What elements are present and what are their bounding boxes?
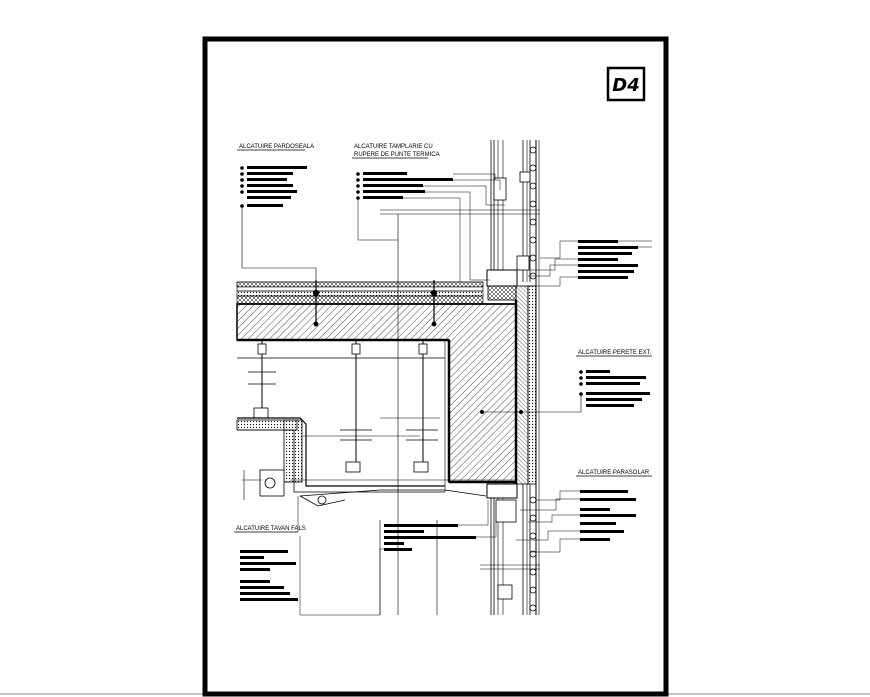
detail-id: D4 [612,75,639,96]
callout-parasolar-items [580,490,636,541]
callout-parasolar-title: ALCATUIRE PARASOLAR [578,470,650,476]
callout-tamplarie-title-1: ALCATUIRE TAMPLARIE CU [354,144,433,150]
drawing-frame [202,36,669,697]
callout-tamplarie: ALCATUIRE TAMPLARIE CU RUPERE DE PUNTE T… [352,144,505,282]
suspended-ceiling [236,340,516,507]
callout-tavan-fals-items [240,550,298,601]
callout-upper-right [522,240,652,287]
window-frame-lower [480,483,540,615]
callout-sill [299,500,497,616]
callout-perete-ext: ALCATUIRE PERETE EXT. [480,350,652,414]
callout-tamplarie-items [356,172,453,200]
callout-perete-ext-items [579,370,650,407]
callout-tavan-fals-title: ALCATUIRE TAVAN FALS [236,526,306,532]
sunshade-blades [529,146,537,612]
callout-tavan-fals: ALCATUIRE TAVAN FALS [234,496,306,601]
callout-tamplarie-title-2: RUPERE DE PUNTE TERMICA [354,152,440,158]
floor-buildup [236,281,515,305]
detail-id-box: D4 [606,66,646,102]
callout-pardoseala: ALCATUIRE PARDOSEALA [237,144,317,325]
callout-pardoseala-title: ALCATUIRE PARDOSEALA [239,144,314,150]
callout-pardoseala-items [240,166,307,208]
callout-perete-ext-title: ALCATUIRE PERETE EXT. [578,350,652,356]
callout-parasolar: ALCATUIRE PARASOLAR [516,470,652,553]
